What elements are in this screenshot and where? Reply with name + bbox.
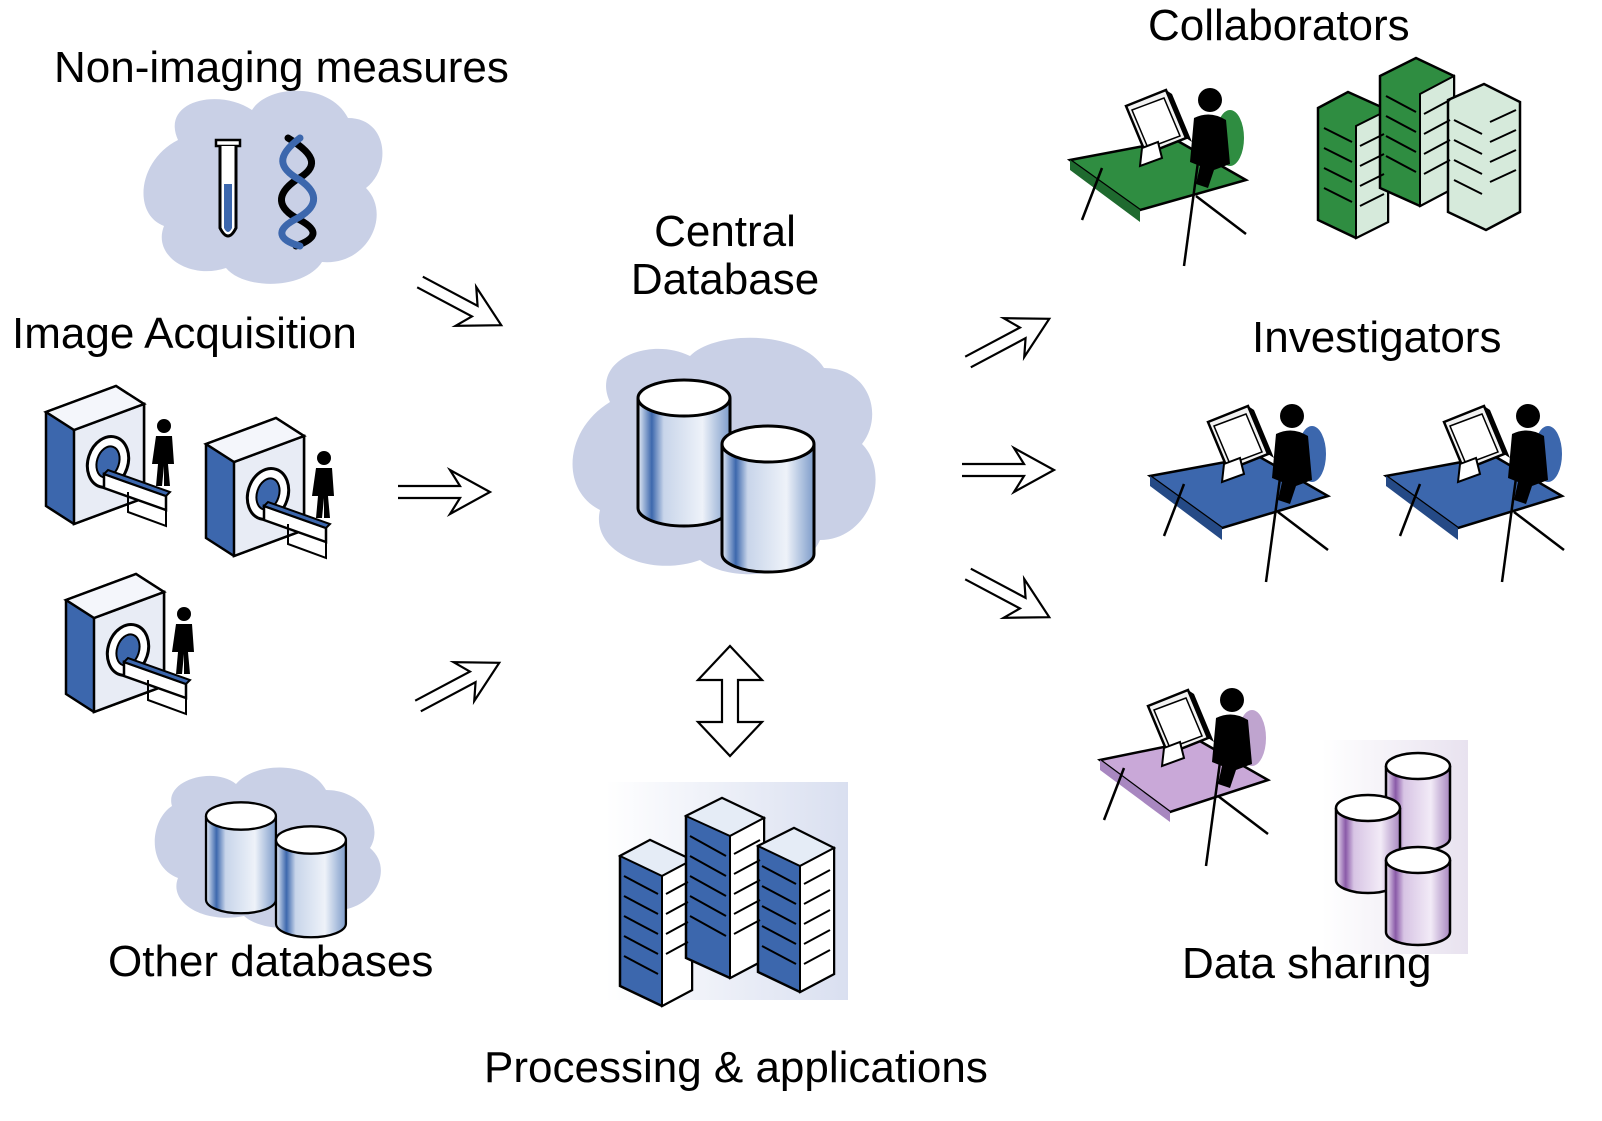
arrow-icon (956, 298, 1061, 383)
server-rack-icon (1316, 56, 1522, 240)
other-databases-label: Other databases (108, 937, 434, 986)
non-imaging-label: Non-imaging measures (54, 43, 509, 92)
arrow-icon (406, 642, 511, 727)
dna-icon (278, 134, 318, 250)
data-sharing-workstation-icon (1097, 686, 1272, 868)
investigators-label: Investigators (1252, 313, 1502, 362)
processing-servers (606, 782, 848, 1008)
database-icon (720, 424, 816, 574)
investigator-workstation-icon (1146, 402, 1332, 584)
central-database-cloud (572, 337, 876, 575)
mri-scanner-icon (44, 384, 176, 528)
processing-label: Processing & applications (484, 1043, 988, 1092)
central-database-label: Central Database (600, 207, 850, 305)
test-tube-icon (214, 138, 242, 238)
investigator-workstation-icon (1382, 402, 1566, 584)
database-icon (204, 801, 278, 915)
database-icon (274, 825, 348, 939)
collaborator-workstation-icon (1066, 86, 1250, 268)
collaborators-label: Collaborators (1148, 1, 1410, 50)
bidirectional-arrow-icon (695, 644, 765, 758)
database-icon (636, 378, 732, 528)
mri-scanner-icon (64, 572, 196, 716)
server-rack-icon (617, 796, 837, 1008)
arrow-icon (960, 446, 1056, 494)
other-databases-cloud (154, 767, 381, 939)
shared-databases (1322, 740, 1468, 954)
mri-scanner-icon (204, 416, 336, 560)
arrow-icon (396, 468, 492, 516)
database-icon (1384, 845, 1452, 947)
image-acquisition-label: Image Acquisition (12, 309, 357, 358)
arrow-icon (956, 553, 1061, 638)
central-label-line2: Database (630, 255, 820, 305)
non-imaging-cloud (143, 90, 383, 284)
arrow-icon (408, 261, 513, 346)
central-label-line1: Central (654, 207, 796, 256)
